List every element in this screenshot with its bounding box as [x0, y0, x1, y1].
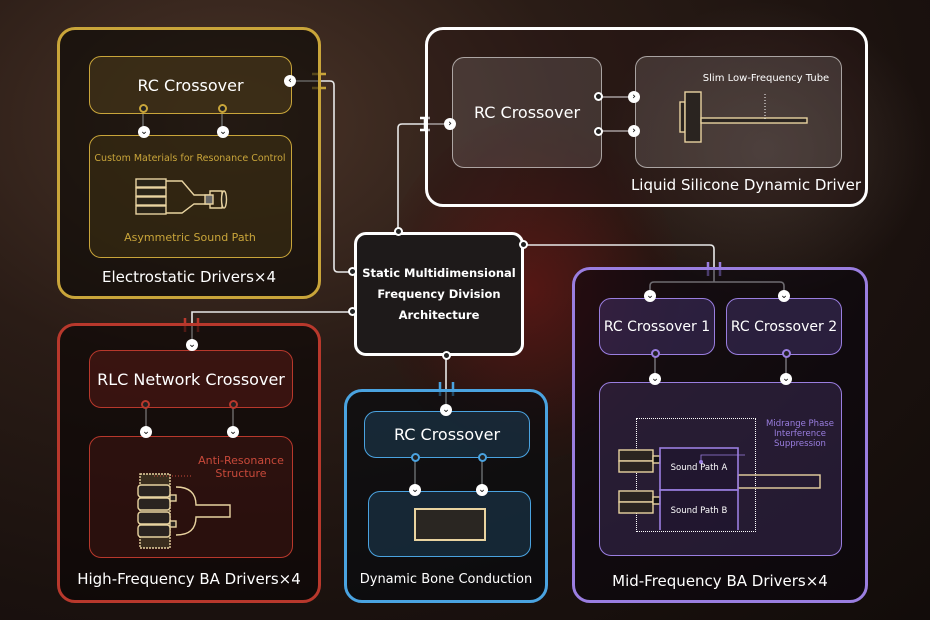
output-port: [594, 127, 603, 136]
group-title: Dynamic Bone Conduction: [359, 572, 533, 587]
wire-center-electrostatic: [291, 80, 353, 273]
annotation-line: Structure: [215, 467, 267, 481]
wire-center-mid: [524, 244, 715, 282]
group-title: High-Frequency BA Drivers×4: [77, 570, 301, 588]
center-title-line: Frequency Division: [377, 286, 501, 301]
chevron-down-icon: ⌄: [780, 373, 792, 385]
output-port: [478, 453, 487, 462]
port: [519, 240, 528, 249]
output-port: [411, 453, 420, 462]
crossover-label: RC Crossover: [473, 103, 581, 122]
output-port: [141, 400, 150, 409]
port: [394, 227, 403, 236]
annotation-line: Suppression: [774, 439, 826, 450]
driver-box: [368, 491, 531, 557]
rc-crossover-box: RC Crossover: [364, 411, 530, 458]
chevron-down-icon: ⌄: [644, 290, 656, 302]
output-port: [594, 92, 603, 101]
chevron-down-icon: ⌄: [778, 290, 790, 302]
group-title: Mid-Frequency BA Drivers×4: [612, 572, 828, 590]
crossover-label: RC Crossover: [137, 75, 244, 95]
chevron-right-icon: ›: [628, 91, 640, 103]
chevron-right-icon: ›: [444, 118, 456, 130]
driver-box: [635, 56, 842, 168]
chevron-down-icon: ⌄: [138, 126, 150, 138]
port: [348, 267, 357, 276]
annotation-slim-tube: Slim Low-Frequency Tube: [702, 73, 830, 84]
wire-liquid-internal: [600, 96, 632, 132]
rlc-crossover-box: RLC Network Crossover: [89, 350, 293, 408]
rc-crossover-2-box: RC Crossover 2: [726, 298, 842, 355]
chevron-down-icon: ⌄: [186, 339, 198, 351]
crossover-label: RC Crossover: [393, 425, 501, 444]
dynamic-driver-icon: [679, 91, 808, 143]
output-port: [218, 104, 227, 113]
ba-driver-icon: [137, 473, 231, 549]
sound-path-a-label: Sound Path A: [670, 463, 728, 473]
group-electrostatic: RC Crossover Custom Materials for Resona…: [57, 27, 321, 299]
annotation-line: Interference: [773, 429, 826, 440]
chevron-down-icon: ⌄: [140, 426, 152, 438]
output-port: [651, 349, 660, 358]
output-port: [782, 349, 791, 358]
electrostatic-driver-icon: [135, 178, 228, 215]
chevron-down-icon: ⌄: [476, 484, 488, 496]
rc-crossover-1-box: RC Crossover 1: [599, 298, 715, 355]
annotation-anti-resonance: Anti-Resonance Structure: [186, 454, 296, 480]
crossover-label: RC Crossover 1: [603, 318, 711, 335]
chevron-down-icon: ⌄: [649, 373, 661, 385]
crossover-label: RC Crossover 2: [730, 318, 838, 335]
output-port: [139, 104, 148, 113]
crossover-label: RLC Network Crossover: [97, 369, 285, 389]
mid-ba-driver-icon: [618, 447, 821, 530]
chevron-down-icon: ⌄: [440, 404, 452, 416]
group-title: Liquid Silicone Dynamic Driver: [630, 176, 861, 194]
chevron-down-icon: ⌄: [409, 484, 421, 496]
wire-center-liquid: [397, 123, 448, 231]
group-bone-conduction: RC Crossover Dynamic Bone Conduction: [344, 389, 548, 603]
chevron-down-icon: ⌄: [227, 426, 239, 438]
port: [348, 307, 357, 316]
driver-box: [89, 135, 292, 258]
annotation-line: Midrange Phase: [766, 419, 834, 429]
annotation-asymmetric-path: Asymmetric Sound Path: [124, 231, 256, 244]
background-glow: [600, 0, 930, 300]
rc-crossover-box: RC Crossover: [89, 56, 292, 114]
chevron-left-icon: ‹: [284, 75, 296, 87]
annotation-line: Anti-Resonance: [198, 454, 284, 467]
group-title: Electrostatic Drivers×4: [101, 268, 277, 286]
group-mid-frequency: RC Crossover 1 RC Crossover 2 Midrange P…: [572, 267, 868, 603]
center-title-line: Static Multidimensional: [362, 265, 516, 280]
annotation-phase-suppression: Midrange Phase Interference Suppression: [755, 419, 845, 450]
sound-path-b-label: Sound Path B: [670, 506, 728, 516]
annotation-custom-materials: Custom Materials for Resonance Control: [94, 153, 286, 164]
center-architecture-box: Static Multidimensional Frequency Divisi…: [354, 232, 524, 356]
chevron-right-icon: ›: [628, 125, 640, 137]
chevron-down-icon: ⌄: [217, 126, 229, 138]
driver-box: [89, 436, 293, 558]
rc-crossover-box: RC Crossover: [452, 57, 602, 168]
bone-driver-icon: [413, 507, 486, 541]
port: [442, 351, 451, 360]
center-title-line: Architecture: [398, 307, 480, 322]
group-liquid-silicone: RC Crossover Slim Low-Frequency Tube Liq…: [425, 27, 868, 207]
output-port: [229, 400, 238, 409]
group-high-frequency: RLC Network Crossover Anti-Resonance Str…: [57, 323, 321, 603]
